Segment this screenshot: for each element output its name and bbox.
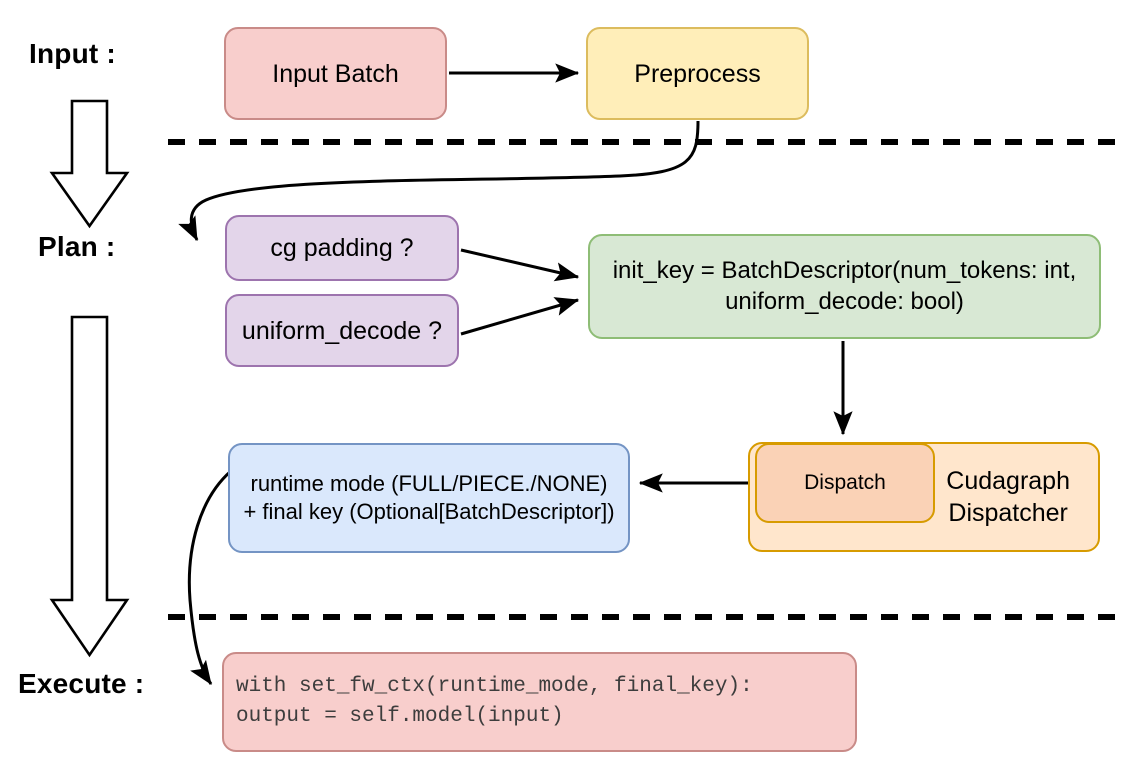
node-uniform-decode[interactable]: uniform_decode ? bbox=[225, 294, 459, 367]
edge-runtime-mode-to-code bbox=[187, 469, 232, 685]
stage-label-execute: Execute : bbox=[18, 668, 145, 699]
stage-label-input: Input : bbox=[29, 38, 116, 69]
plan-to-execute-stage-arrow bbox=[49, 315, 130, 658]
node-code-block-set-fw-ctx[interactable]: with set_fw_ctx(runtime_mode, final_key)… bbox=[222, 652, 857, 752]
node-init-key-batch-descriptor[interactable]: init_key = BatchDescriptor(num_tokens: i… bbox=[588, 234, 1101, 339]
edge-cg-padding-to-init-key bbox=[460, 248, 580, 282]
node-input-batch[interactable]: Input Batch bbox=[224, 27, 447, 120]
stage-label-plan: Plan : bbox=[38, 231, 116, 262]
edge-uniform-decode-to-init-key bbox=[460, 297, 580, 336]
node-dispatch[interactable]: Dispatch bbox=[755, 443, 935, 523]
node-cg-padding[interactable]: cg padding ? bbox=[225, 215, 459, 281]
node-preprocess[interactable]: Preprocess bbox=[586, 27, 809, 120]
input-to-plan-stage-arrow bbox=[49, 99, 130, 229]
node-runtime-mode-and-final-key[interactable]: runtime mode (FULL/PIECE./NONE) + final … bbox=[228, 443, 630, 553]
